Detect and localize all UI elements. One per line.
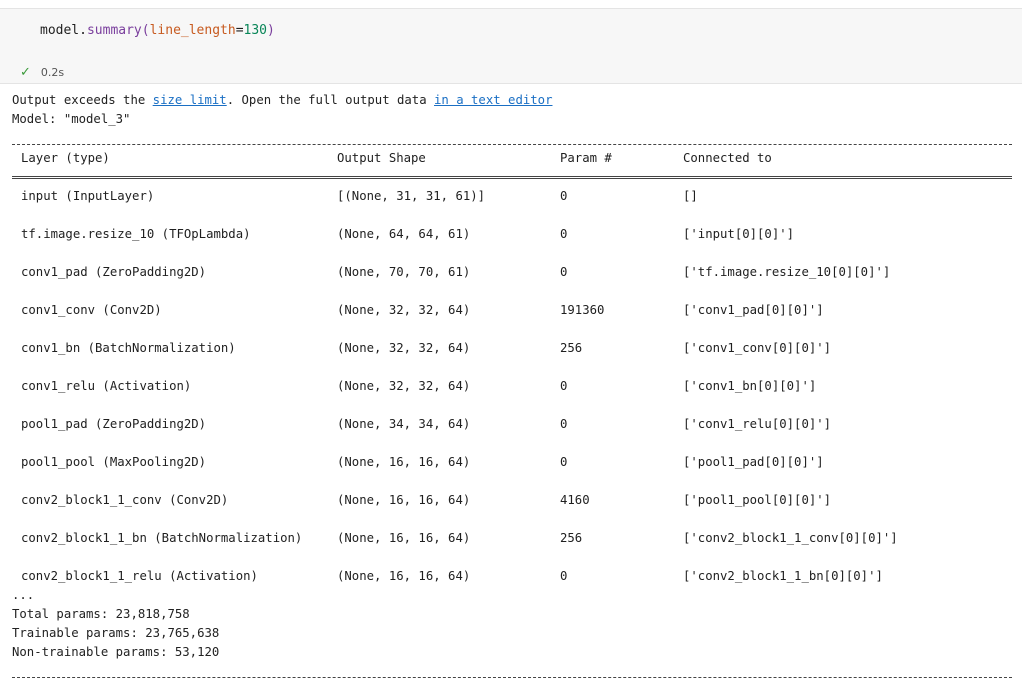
row-shape: (None, 32, 32, 64) (337, 303, 471, 317)
non-trainable-params: Non-trainable params: 53,120 (12, 645, 220, 659)
column-header-shape: Output Shape (337, 151, 426, 165)
row-params: 0 (560, 265, 568, 279)
row-shape: (None, 34, 34, 64) (337, 417, 471, 431)
row-connected: ['conv2_block1_1_conv[0][0]'] (683, 531, 898, 545)
table-header: Layer (type) Output Shape Param # Connec… (0, 151, 1024, 171)
row-layer: conv1_pad (ZeroPadding2D) (21, 265, 207, 279)
row-connected: [] (683, 189, 698, 203)
truncation-ellipsis: ... (12, 588, 35, 602)
row-shape: (None, 16, 16, 64) (337, 493, 471, 507)
row-layer: pool1_pad (ZeroPadding2D) (21, 417, 207, 431)
row-connected: ['conv1_pad[0][0]'] (683, 303, 824, 317)
table-row: conv2_block1_1_relu (Activation) (None, 1… (0, 569, 1024, 589)
open-in-text-editor-link[interactable]: in a text editor (434, 93, 553, 107)
table-row: conv1_bn (BatchNormalization) (None, 32, … (0, 341, 1024, 361)
row-params: 0 (560, 379, 568, 393)
column-header-params: Param # (560, 151, 612, 165)
row-connected: ['tf.image.resize_10[0][0]'] (683, 265, 891, 279)
code-line[interactable]: model.summary(line_length=130) (40, 23, 275, 38)
total-params: Total params: 23,818,758 (12, 607, 190, 621)
notice-middle: . Open the full output data (226, 93, 435, 107)
row-params: 0 (560, 569, 568, 583)
row-shape: (None, 32, 32, 64) (337, 341, 471, 355)
row-shape: [(None, 31, 31, 61)] (337, 189, 486, 203)
row-connected: ['conv1_relu[0][0]'] (683, 417, 832, 431)
trainable-params: Trainable params: 23,765,638 (12, 626, 220, 640)
table-bottom-rule (12, 677, 1012, 678)
row-connected: ['conv1_bn[0][0]'] (683, 379, 817, 393)
table-row: tf.image.resize_10 (TFOpLambda) (None, 64… (0, 227, 1024, 247)
code-param: line_length (149, 23, 236, 38)
row-layer: tf.image.resize_10 (TFOpLambda) (21, 227, 251, 241)
row-connected: ['pool1_pool[0][0]'] (683, 493, 832, 507)
code-dot: . (79, 23, 87, 38)
table-row: conv2_block1_1_bn (BatchNormalization) (N… (0, 531, 1024, 551)
row-shape: (None, 16, 16, 64) (337, 455, 471, 469)
table-row: pool1_pool (MaxPooling2D) (None, 16, 16, … (0, 455, 1024, 475)
row-connected: ['pool1_pad[0][0]'] (683, 455, 824, 469)
row-params: 256 (560, 531, 583, 545)
table-top-rule (12, 144, 1012, 145)
execution-status: ✓ 0.2s (20, 65, 64, 80)
row-params: 0 (560, 189, 568, 203)
size-limit-link[interactable]: size limit (152, 93, 227, 107)
code-open-paren: ( (141, 23, 150, 38)
table-row: conv1_conv (Conv2D) (None, 32, 32, 64) 191… (0, 303, 1024, 323)
table-row: conv2_block1_1_conv (Conv2D) (None, 16, 1… (0, 493, 1024, 513)
row-params: 191360 (560, 303, 605, 317)
row-layer: pool1_pool (MaxPooling2D) (21, 455, 207, 469)
row-params: 0 (560, 227, 568, 241)
row-shape: (None, 70, 70, 61) (337, 265, 471, 279)
table-header-rule (12, 176, 1012, 179)
notice-prefix: Output exceeds the (12, 93, 153, 107)
code-equals: = (235, 23, 244, 38)
code-value: 130 (243, 23, 267, 38)
row-layer: conv1_conv (Conv2D) (21, 303, 162, 317)
column-header-connected: Connected to (683, 151, 772, 165)
row-layer: conv1_relu (Activation) (21, 379, 192, 393)
table-row: conv1_pad (ZeroPadding2D) (None, 70, 70, … (0, 265, 1024, 285)
output-notice: Output exceeds the size limit. Open the … (12, 93, 552, 107)
code-method: summary (86, 23, 142, 38)
code-object: model (40, 23, 80, 38)
row-params: 0 (560, 455, 568, 469)
row-connected: ['conv2_block1_1_bn[0][0]'] (683, 569, 883, 583)
row-layer: conv1_bn (BatchNormalization) (21, 341, 236, 355)
row-shape: (None, 64, 64, 61) (337, 227, 471, 241)
table-row: conv1_relu (Activation) (None, 32, 32, 64… (0, 379, 1024, 399)
row-layer: conv2_block1_1_relu (Activation) (21, 569, 258, 583)
row-shape: (None, 16, 16, 64) (337, 531, 471, 545)
row-connected: ['conv1_conv[0][0]'] (683, 341, 832, 355)
row-connected: ['input[0][0]'] (683, 227, 795, 241)
table-row: pool1_pad (ZeroPadding2D) (None, 34, 34, … (0, 417, 1024, 437)
row-shape: (None, 16, 16, 64) (337, 569, 471, 583)
column-header-layer: Layer (type) (21, 151, 110, 165)
model-name-line: Model: "model_3" (12, 112, 131, 126)
row-layer: conv2_block1_1_conv (Conv2D) (21, 493, 229, 507)
row-params: 0 (560, 417, 568, 431)
table-row: input (InputLayer) [(None, 31, 31, 61)] 0 [… (0, 189, 1024, 209)
row-params: 4160 (560, 493, 590, 507)
row-layer: conv2_block1_1_bn (BatchNormalization) (21, 531, 303, 545)
row-shape: (None, 32, 32, 64) (337, 379, 471, 393)
code-cell[interactable]: model.summary(line_length=130) ✓ 0.2s (0, 8, 1022, 84)
execution-time: 0.2s (40, 66, 65, 79)
check-icon: ✓ (20, 65, 31, 80)
code-close-paren: ) (267, 23, 275, 38)
row-layer: input (InputLayer) (21, 189, 155, 203)
row-params: 256 (560, 341, 583, 355)
